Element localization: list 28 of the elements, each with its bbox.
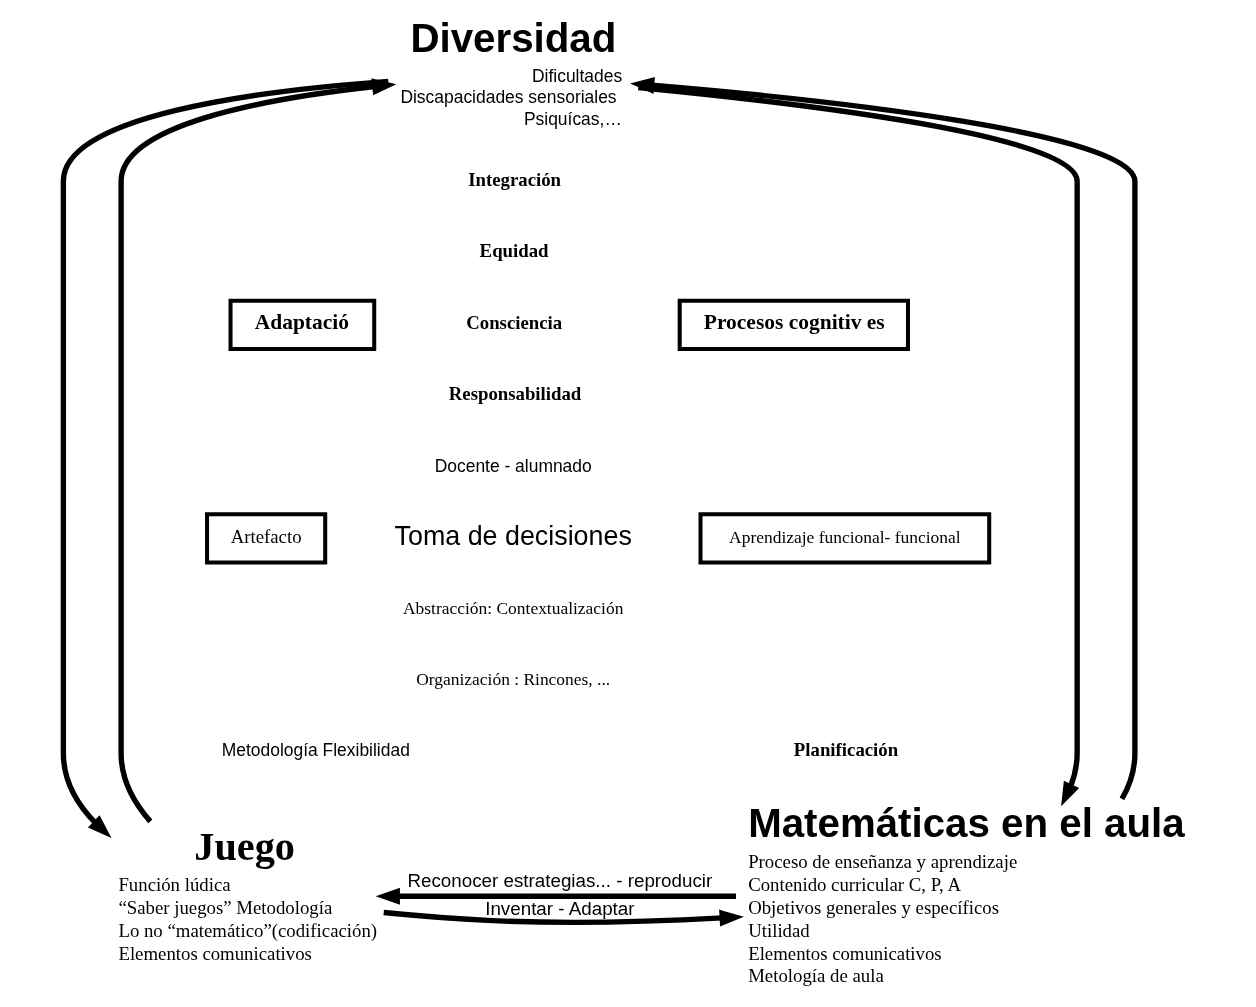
node-label: “Saber juegos” Metodología xyxy=(118,896,333,918)
edge-label: Reconocer estrategias... - reproducir xyxy=(407,870,713,892)
label: Organización : Rincones, ... xyxy=(416,669,611,690)
label: Equidad xyxy=(479,240,549,262)
label: Responsabilidad xyxy=(448,382,582,404)
node-label: Dificultades xyxy=(531,65,623,86)
node-label: Psiquícas,… xyxy=(523,108,622,129)
node-label: Proceso de enseñanza y aprendizaje xyxy=(748,851,1018,873)
node-label: Lo no “matemático”(codificación) xyxy=(118,919,378,941)
node-label: Utilidad xyxy=(748,919,810,941)
label: Consciencia xyxy=(466,311,563,333)
node-label: Elementos comunicativos xyxy=(748,942,942,964)
label: Metodología Flexibilidad xyxy=(221,740,410,761)
node-text: Matemáticas en el aula xyxy=(748,801,1185,847)
label: Toma de decisiones xyxy=(394,521,632,552)
node-label: Elementos comunicativos xyxy=(118,942,312,964)
label: Integración xyxy=(468,169,562,191)
label: Abstracción: Contextualización xyxy=(403,598,624,619)
node-label: Función lúdica xyxy=(118,874,231,896)
node-label: Objetivos generales y específicos xyxy=(748,896,1000,918)
node-label: Metología de aula xyxy=(748,965,884,987)
edge-label: Inventar - Adaptar xyxy=(485,898,635,920)
node-label: Contenido curricular C, P, A xyxy=(748,874,962,896)
node-label: Discapacidades sensoriales xyxy=(400,87,617,108)
label: Planificación xyxy=(793,738,899,760)
node-text: Diversidad xyxy=(410,15,617,61)
node-text: Juego xyxy=(194,824,295,869)
label: Docente - alumnado xyxy=(434,455,592,476)
